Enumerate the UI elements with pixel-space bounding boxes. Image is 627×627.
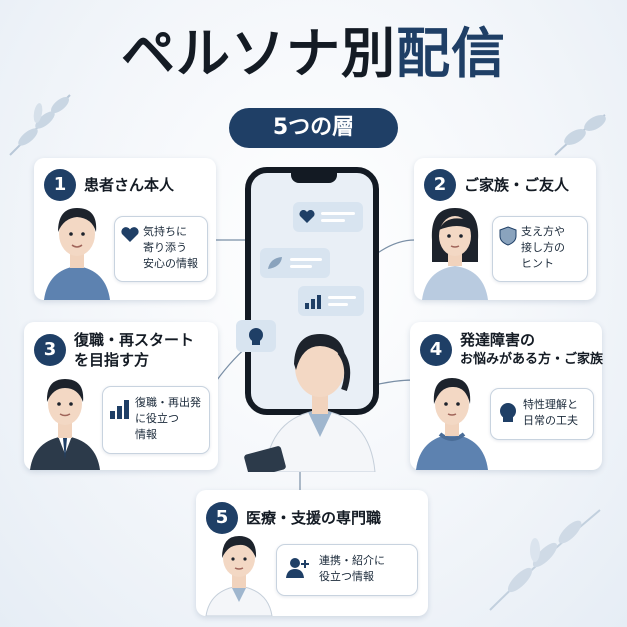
subtitle-badge: 5つの層 xyxy=(229,108,398,148)
head-icon xyxy=(249,328,263,345)
leaf-icon xyxy=(268,257,282,269)
message-line: 安心の情報 xyxy=(143,257,198,270)
chat-bubble-heart xyxy=(293,202,363,232)
persona-number: 2 xyxy=(424,169,456,201)
message-line: 支え方や xyxy=(521,225,565,238)
persona-number: 3 xyxy=(34,334,66,366)
persona-title-line: 復職・再スタート xyxy=(74,331,195,349)
add-user-icon xyxy=(286,558,309,578)
message-line: 日常の工夫 xyxy=(523,414,578,427)
message-line: に役立つ xyxy=(135,412,179,425)
job-seeker-avatar xyxy=(30,379,100,470)
persona-message-bubble: 復職・再出発 に役立つ 情報 xyxy=(102,386,210,454)
page-title: ペルソナ別配信 xyxy=(0,22,627,86)
persona-message-bubble: 支え方や 接し方の ヒント xyxy=(492,216,588,282)
chat-bubble-head xyxy=(236,320,276,352)
persona-message-bubble: 連携・紹介に 役立つ情報 xyxy=(276,544,418,596)
persona-card-2: 2 ご家族・ご友人 支え方や 接し方の ヒント xyxy=(414,158,596,300)
leaf-decoration-bottom-icon xyxy=(489,509,601,611)
persona-title: ご家族・ご友人 xyxy=(464,176,570,194)
message-line: 情報 xyxy=(135,428,157,441)
persona-title: 患者さん本人 xyxy=(84,176,175,194)
doctor-illustration xyxy=(244,334,376,472)
heart-icon xyxy=(299,210,315,223)
persona-card-1: 1 患者さん本人 気持ちに 寄り添う 安心の情報 xyxy=(34,158,216,300)
persona-number: 1 xyxy=(44,169,76,201)
message-line: 連携・紹介に xyxy=(319,554,385,567)
patient-avatar xyxy=(44,208,110,300)
leaf-decoration-right-icon xyxy=(554,114,606,156)
heart-icon xyxy=(121,227,139,242)
persona-title-line: お悩みがある方・ご家族 xyxy=(460,352,604,367)
message-line: ヒント xyxy=(521,257,554,270)
bar-chart-icon xyxy=(110,400,129,419)
message-line: 接し方の xyxy=(521,241,565,254)
persona-title-line: を目指す方 xyxy=(74,351,150,369)
persona-card-4: 4 発達障害の お悩みがある方・ご家族 特性理解と 日常の工夫 xyxy=(410,322,604,470)
persona-title: 医療・支援の専門職 xyxy=(246,509,382,527)
message-line: 気持ちに xyxy=(143,225,187,238)
chat-bubble-leaf xyxy=(260,248,330,278)
family-avatar xyxy=(422,208,488,300)
developmental-avatar xyxy=(416,378,488,470)
persona-number: 4 xyxy=(420,334,452,366)
title-part2: 配信 xyxy=(396,22,506,85)
bar-chart-icon xyxy=(305,295,321,309)
message-line: 役立つ情報 xyxy=(319,570,374,583)
persona-message-bubble: 気持ちに 寄り添う 安心の情報 xyxy=(114,216,208,282)
head-icon xyxy=(500,403,516,422)
persona-title-line: 発達障害の xyxy=(460,331,536,349)
persona-number: 5 xyxy=(206,502,238,534)
title-part1: ペルソナ別 xyxy=(121,22,396,85)
persona-card-3: 3 復職・再スタート を目指す方 復職・再出発 に役立つ 情報 xyxy=(24,322,218,470)
chat-bubble-chart xyxy=(298,286,364,316)
persona-card-5: 5 医療・支援の専門職 連携・紹介に 役立つ情報 xyxy=(196,490,428,616)
professional-avatar xyxy=(205,536,273,616)
message-line: 特性理解と xyxy=(523,398,578,411)
shield-icon xyxy=(499,226,517,246)
persona-message-bubble: 特性理解と 日常の工夫 xyxy=(490,388,594,440)
message-line: 寄り添う xyxy=(143,241,187,254)
message-line: 復職・再出発 xyxy=(135,396,201,409)
leaf-decoration-left-icon xyxy=(9,94,71,156)
phone-notch xyxy=(291,173,337,183)
